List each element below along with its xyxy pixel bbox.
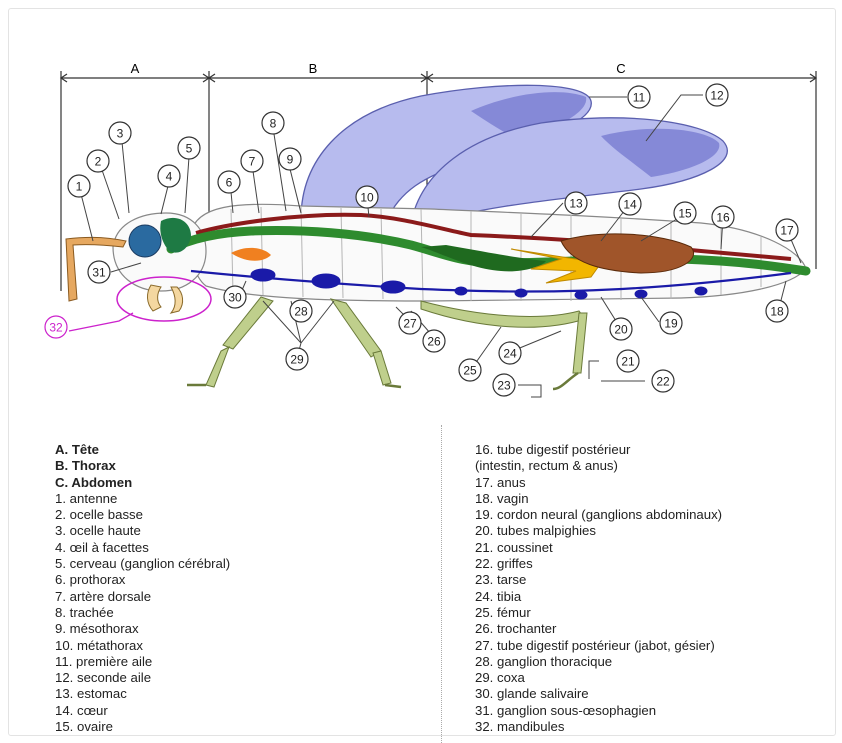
callout-number-8: 8 <box>270 117 277 131</box>
callout-number-1: 1 <box>76 180 83 194</box>
callout-number-30: 30 <box>228 291 242 305</box>
callout-number-31: 31 <box>92 266 106 280</box>
callout-number-18: 18 <box>770 305 784 319</box>
legend-entry: 30. glande salivaire <box>475 686 722 702</box>
legend-entry: 8. trachée <box>55 605 230 621</box>
callout-number-17: 17 <box>780 224 794 238</box>
callout-number-11: 11 <box>633 91 646 105</box>
callout-number-7: 7 <box>249 155 256 169</box>
legend-entry: 20. tubes malpighies <box>475 523 722 539</box>
callout-number-13: 13 <box>569 197 583 211</box>
section-label-a: A <box>131 61 140 76</box>
legend-entry: (intestin, rectum & anus) <box>475 458 722 474</box>
legend-entry: 32. mandibules <box>475 719 722 735</box>
legend-divider <box>441 425 442 743</box>
callout-number-29: 29 <box>290 353 304 367</box>
callout-number-28: 28 <box>294 305 308 319</box>
legend-entry: 23. tarse <box>475 572 722 588</box>
legend-entry: 6. prothorax <box>55 572 230 588</box>
callout-number-20: 20 <box>614 323 628 337</box>
legend-entry: 27. tube digestif postérieur (jabot, gés… <box>475 638 722 654</box>
legend-entry: 2. ocelle basse <box>55 507 230 523</box>
legend-entry: 31. ganglion sous-œsophagien <box>475 703 722 719</box>
legend-entry: 16. tube digestif postérieur <box>475 442 722 458</box>
callout-number-9: 9 <box>287 153 294 167</box>
legend-entry: 17. anus <box>475 475 722 491</box>
callout-number-5: 5 <box>186 142 193 156</box>
callout-number-27: 27 <box>403 317 417 331</box>
legend-entry: 29. coxa <box>475 670 722 686</box>
legend-entry: 19. cordon neural (ganglions abdominaux) <box>475 507 722 523</box>
callout-number-21: 21 <box>621 355 635 369</box>
callout-number-10: 10 <box>360 191 374 205</box>
legend-entry: C. Abdomen <box>55 475 230 491</box>
legend-entry: 3. ocelle haute <box>55 523 230 539</box>
section-label-b: B <box>309 61 318 76</box>
legend-entry: 22. griffes <box>475 556 722 572</box>
legend-right-column: 16. tube digestif postérieur(intestin, r… <box>475 442 722 735</box>
head-capsule <box>113 213 206 291</box>
callout-number-26: 26 <box>427 335 441 349</box>
legend-entry: 24. tibia <box>475 589 722 605</box>
legs <box>206 297 587 387</box>
callout-number-12: 12 <box>710 89 724 103</box>
callout-32-leader <box>69 313 133 331</box>
callout-number-24: 24 <box>503 347 517 361</box>
callout-number-16: 16 <box>716 211 730 225</box>
legend-entry: 21. coussinet <box>475 540 722 556</box>
legend-entry: 11. première aile <box>55 654 230 670</box>
legend-entry: 14. cœur <box>55 703 230 719</box>
legend-entry: 5. cerveau (ganglion cérébral) <box>55 556 230 572</box>
callout-number-4: 4 <box>166 170 173 184</box>
diagram-card: A B C <box>8 8 836 736</box>
section-label-c: C <box>616 61 625 76</box>
legend-entry: 25. fémur <box>475 605 722 621</box>
legend-entry: 7. artère dorsale <box>55 589 230 605</box>
legend-entry: 13. estomac <box>55 686 230 702</box>
callout-number-3: 3 <box>117 127 124 141</box>
insect-anatomy-diagram: A B C <box>9 9 835 419</box>
legend-entry: 9. mésothorax <box>55 621 230 637</box>
legend-entry: 4. œil à facettes <box>55 540 230 556</box>
legend-entry: 15. ovaire <box>55 719 230 735</box>
legend-entry: 1. antenne <box>55 491 230 507</box>
callout-number-2: 2 <box>95 155 102 169</box>
callout-number-15: 15 <box>678 207 692 221</box>
callout-number-14: 14 <box>623 198 637 212</box>
callout-number-22: 22 <box>656 375 670 389</box>
legend-entry: B. Thorax <box>55 458 230 474</box>
compound-eye <box>129 225 161 257</box>
callout-number-25: 25 <box>463 364 477 378</box>
legend-entry: 18. vagin <box>475 491 722 507</box>
legend-entry: 26. trochanter <box>475 621 722 637</box>
legend-entry: 12. seconde aile <box>55 670 230 686</box>
callout-number-32: 32 <box>49 321 63 335</box>
callout-number-19: 19 <box>664 317 678 331</box>
legend-entry: A. Tête <box>55 442 230 458</box>
callout-number-23: 23 <box>497 379 511 393</box>
legend-entry: 28. ganglion thoracique <box>475 654 722 670</box>
legend-entry: 10. métathorax <box>55 638 230 654</box>
callout-number-6: 6 <box>226 176 233 190</box>
